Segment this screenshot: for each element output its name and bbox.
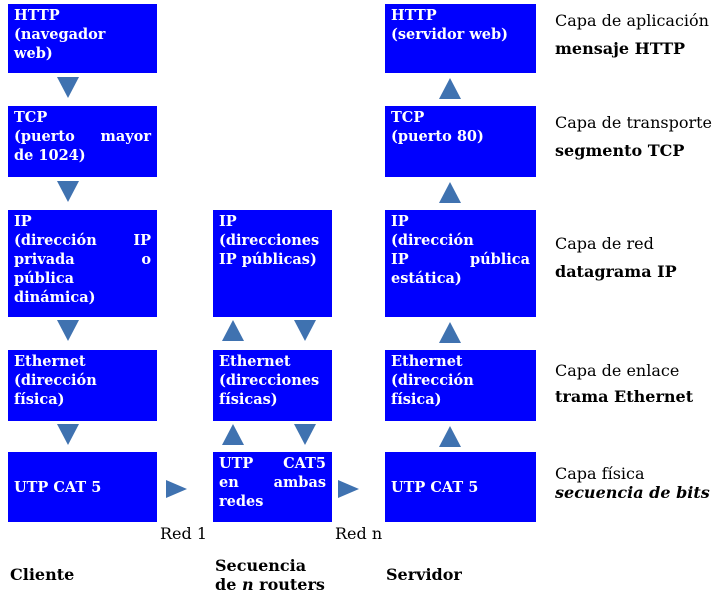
- box-text-line: (direcciones: [219, 232, 320, 249]
- up-arrow-icon: [222, 424, 244, 445]
- down-arrow-icon: [57, 320, 79, 341]
- box-text-line: (direcciones: [219, 372, 320, 389]
- routers-caption-line1: Secuencia: [215, 556, 307, 575]
- layer-pdu-transport: segmento TCP: [555, 141, 685, 160]
- box-text-line: física): [14, 391, 65, 408]
- box-text-line: físicas): [219, 391, 278, 408]
- box-text-line: IP: [219, 213, 237, 230]
- box-text-line: física): [391, 391, 442, 408]
- routers-caption: Secuencia de n routers: [215, 556, 325, 594]
- server-ethernet-box: Ethernet (dirección física): [385, 350, 536, 421]
- down-arrow-icon: [57, 181, 79, 202]
- box-text-line: HTTP: [14, 7, 60, 24]
- layer-name-application: Capa de aplicación: [555, 11, 709, 30]
- box-text-line: Ethernet: [391, 353, 463, 370]
- box-text-line: redes: [219, 493, 264, 510]
- box-text-line: (dirección: [14, 372, 97, 389]
- layer-name-network: Capa de red: [555, 234, 654, 253]
- server-tcp-box: TCP (puerto 80): [385, 106, 536, 177]
- client-utp-box: UTP CAT 5: [8, 452, 157, 522]
- box-text-line: TCP: [391, 109, 425, 126]
- network-label-redn: Red n: [335, 524, 383, 543]
- box-text-line: Ethernet: [219, 353, 291, 370]
- box-text-line: pública: [14, 270, 75, 287]
- down-arrow-icon: [294, 424, 316, 445]
- layer-pdu-network: datagrama IP: [555, 262, 677, 281]
- routers-caption-n-italic: n: [241, 575, 254, 594]
- layer-name-transport: Capa de transporte: [555, 113, 712, 132]
- box-text-line: de 1024): [14, 147, 86, 164]
- client-ethernet-box: Ethernet (dirección física): [8, 350, 157, 421]
- server-caption: Servidor: [386, 565, 462, 584]
- up-arrow-icon: [222, 320, 244, 341]
- layer-pdu-physical: secuencia de bits: [555, 483, 710, 502]
- box-text-line: (dirección: [391, 372, 474, 389]
- box-text-line: (navegador: [14, 26, 106, 43]
- routers-caption-line2: de n routers: [215, 575, 325, 594]
- box-text-line: IP: [14, 213, 32, 230]
- layer-pdu-link: trama Ethernet: [555, 387, 694, 406]
- box-text-line: UTP CAT 5: [14, 478, 102, 496]
- box-text-line: IP públicas): [219, 251, 317, 268]
- server-utp-box: UTP CAT 5: [385, 452, 536, 522]
- down-arrow-icon: [57, 424, 79, 445]
- router-ip-box: IP (direcciones IP públicas): [213, 210, 332, 317]
- box-text-line: (puerto 80): [391, 128, 484, 145]
- box-text-line: Ethernet: [14, 353, 86, 370]
- box-text-line: TCP: [14, 109, 48, 126]
- client-http-box: HTTP (navegador web): [8, 4, 157, 73]
- box-text-line: HTTP: [391, 7, 437, 24]
- right-arrow-icon: [338, 480, 359, 498]
- down-arrow-icon: [57, 77, 79, 98]
- server-http-box: HTTP (servidor web): [385, 4, 536, 73]
- layer-name-link: Capa de enlace: [555, 361, 680, 380]
- network-label-red1: Red 1: [160, 524, 208, 543]
- box-text-line: (servidor web): [391, 26, 509, 43]
- layer-name-physical: Capa física: [555, 464, 645, 483]
- box-text-line: dinámica): [14, 289, 96, 306]
- layer-pdu-application: mensaje HTTP: [555, 39, 686, 58]
- box-text-line: UTP CAT 5: [391, 478, 479, 496]
- client-caption: Cliente: [10, 565, 75, 584]
- box-text-line: IP: [391, 213, 409, 230]
- up-arrow-icon: [439, 426, 461, 447]
- right-arrow-icon: [166, 480, 187, 498]
- up-arrow-icon: [439, 78, 461, 99]
- box-text-line: estática): [391, 270, 462, 287]
- box-text-line: web): [14, 45, 53, 62]
- up-arrow-icon: [439, 322, 461, 343]
- down-arrow-icon: [294, 320, 316, 341]
- box-text-line: (dirección: [391, 232, 474, 249]
- up-arrow-icon: [439, 182, 461, 203]
- router-ethernet-box: Ethernet (direcciones físicas): [213, 350, 332, 421]
